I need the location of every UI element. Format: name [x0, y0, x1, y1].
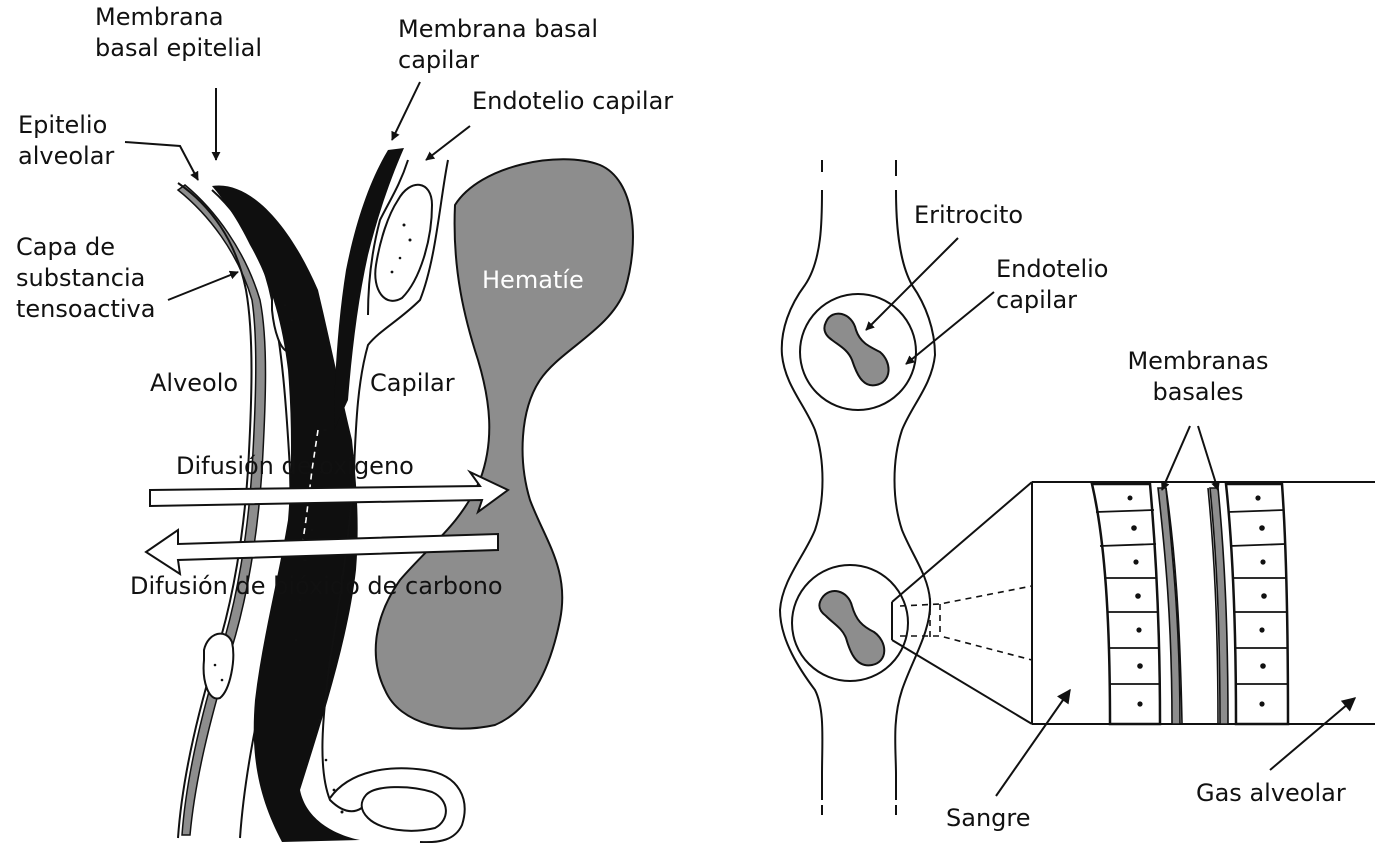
label-hematie: Hematíe — [482, 265, 584, 296]
label-line: capilar — [996, 285, 1109, 316]
arrow-membranas-basales-2 — [1198, 426, 1218, 490]
zoom-line-bottom — [892, 640, 1032, 724]
arrow-membranas-basales-1 — [1162, 426, 1190, 490]
arrow-endotelio-capilar-right — [906, 292, 994, 364]
label-endotelio-capilar-left: Endotelio capilar — [472, 86, 673, 117]
label-line: Membranas — [1118, 346, 1278, 377]
lower-endothelial-nucleus — [362, 787, 446, 831]
basement-membrane-dark-band — [212, 185, 360, 842]
arrow-epitelio-alveolar — [125, 142, 198, 180]
magnified-membrane — [1032, 482, 1375, 724]
label-membrana-basal-capilar: Membrana basal capilar — [398, 14, 598, 76]
arrow-eritrocito — [866, 238, 958, 330]
label-membranas-basales: Membranas basales — [1118, 346, 1278, 408]
capillary-wall-dash-bottom — [822, 805, 896, 815]
label-eritrocito: Eritrocito — [914, 200, 1023, 231]
label-epitelio-alveolar: Epitelio alveolar — [18, 110, 114, 172]
label-endotelio-capilar-right: Endotelio capilar — [996, 254, 1109, 316]
label-line: Membrana — [95, 2, 262, 33]
endothelial-nucleus — [375, 185, 432, 301]
label-line: capilar — [398, 45, 598, 76]
label-line: substancia — [16, 263, 155, 294]
label-line: basal epitelial — [95, 33, 262, 64]
label-line: Capa de — [16, 232, 155, 263]
label-alveolo: Alveolo — [150, 368, 238, 399]
capillary-wall-left — [780, 160, 823, 800]
label-difusion-oxigeno: Difusión de oxígeno — [176, 451, 414, 482]
label-line: basales — [1118, 377, 1278, 408]
label-sangre: Sangre — [946, 803, 1031, 834]
label-line: alveolar — [18, 141, 114, 172]
label-capilar: Capilar — [370, 368, 455, 399]
label-line: Endotelio — [996, 254, 1109, 285]
surfactant-layer — [178, 185, 266, 835]
capillary-wall-right — [895, 160, 936, 800]
label-line: Membrana basal — [398, 14, 598, 45]
zoom-line-top — [892, 482, 1032, 602]
label-membrana-basal-epitelial: Membrana basal epitelial — [95, 2, 262, 64]
label-difusion-co2: Difusión de bióxido de carbono — [130, 571, 503, 602]
label-capa-substancia: Capa de substancia tensoactiva — [16, 232, 155, 325]
label-line: tensoactiva — [16, 294, 155, 325]
epithelial-nucleus-bottom — [204, 634, 234, 699]
label-line: Epitelio — [18, 110, 114, 141]
arrow-membrana-basal-capilar — [392, 82, 420, 140]
arrow-endotelio-capilar — [426, 126, 470, 160]
label-gas-alveolar: Gas alveolar — [1196, 778, 1346, 809]
arrow-capa-substancia — [168, 272, 238, 300]
